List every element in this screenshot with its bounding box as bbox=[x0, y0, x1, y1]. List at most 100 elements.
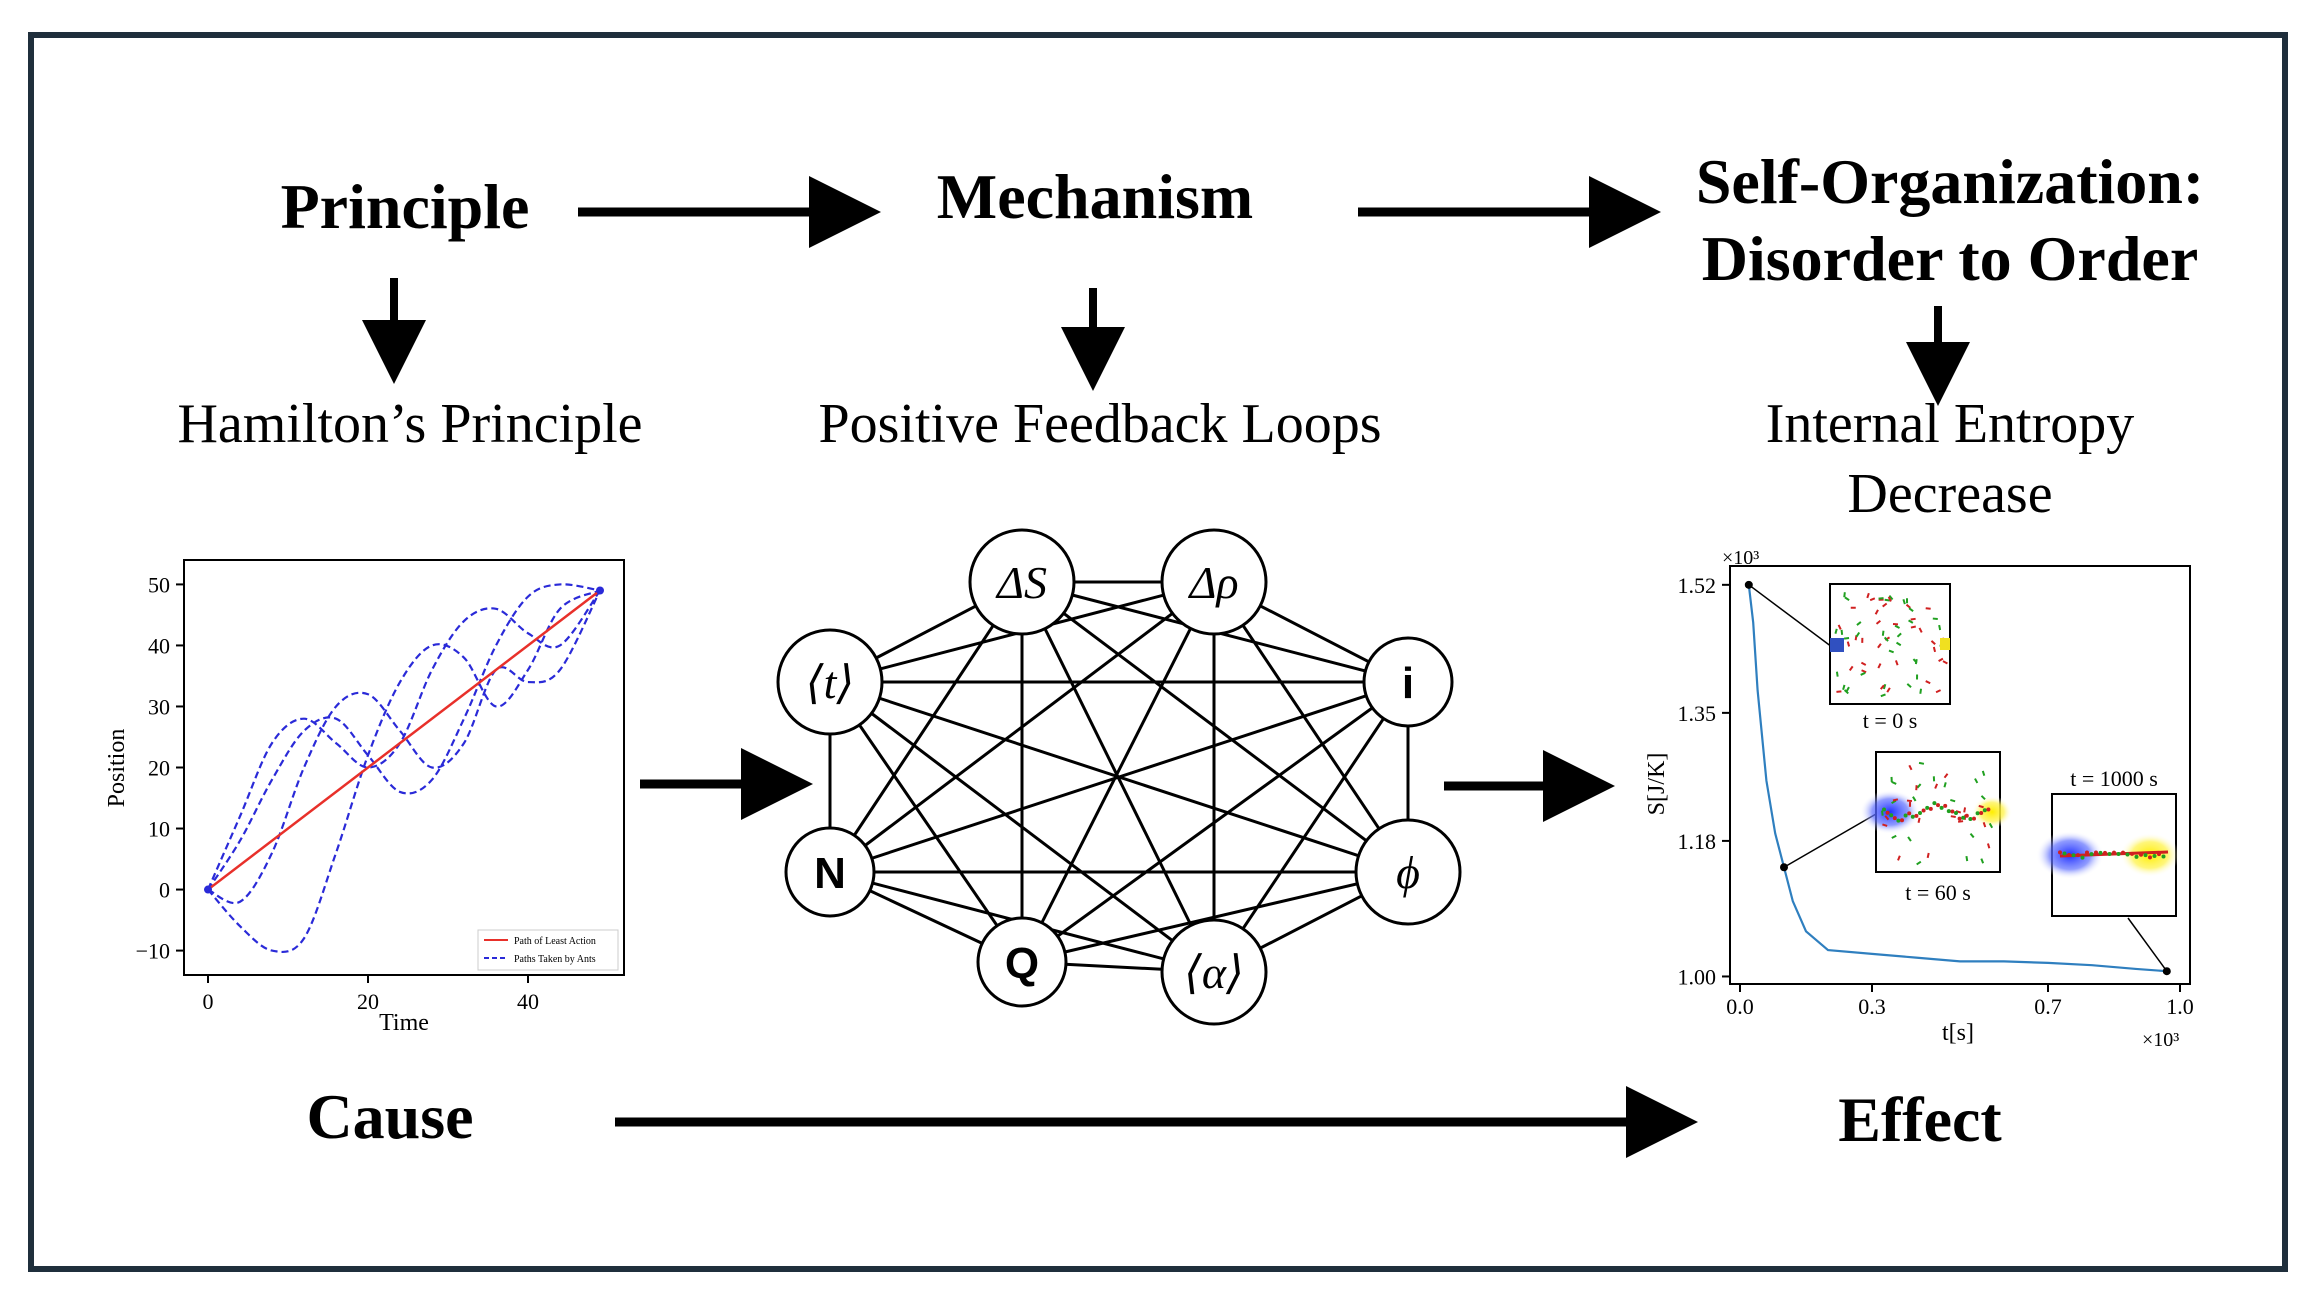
particle bbox=[1906, 799, 1913, 803]
particle bbox=[1897, 855, 1901, 861]
particle bbox=[1907, 811, 1912, 816]
network-node-label: Δρ bbox=[1187, 557, 1238, 608]
particle bbox=[2085, 850, 2089, 855]
chart1-ytick-label: 0 bbox=[159, 878, 170, 903]
particle bbox=[1963, 807, 1967, 813]
self-organization-heading-line2: Disorder to Order bbox=[1701, 223, 2199, 294]
chart2-ytick-label: 1.52 bbox=[1678, 573, 1717, 598]
chart1-ytick-label: 40 bbox=[148, 633, 170, 658]
particle bbox=[1954, 811, 1958, 816]
particle bbox=[1936, 803, 1940, 808]
snapshot-t60: t = 60 s bbox=[1860, 751, 2012, 905]
particle bbox=[1855, 631, 1861, 638]
particle bbox=[1986, 843, 1991, 849]
chart1-xtick-label: 0 bbox=[203, 989, 214, 1014]
particle bbox=[1894, 624, 1900, 629]
network-node: i bbox=[1362, 636, 1454, 728]
particle bbox=[1843, 689, 1849, 695]
diagram-frame bbox=[28, 32, 2288, 1272]
particle bbox=[1982, 821, 1987, 828]
particle bbox=[1884, 815, 1890, 821]
particle bbox=[1975, 811, 1980, 816]
particle bbox=[1912, 658, 1918, 664]
particle bbox=[1894, 660, 1899, 666]
particle bbox=[1950, 798, 1956, 803]
network-edge bbox=[1020, 581, 1216, 963]
network-edges bbox=[828, 580, 1410, 974]
particle bbox=[1902, 599, 1906, 605]
particle bbox=[1950, 809, 1955, 814]
particle bbox=[1916, 860, 1922, 866]
particle bbox=[2062, 851, 2067, 856]
chart2-ylabel: S[J/K] bbox=[1644, 753, 1670, 816]
particle bbox=[2071, 853, 2076, 858]
chart2-lines bbox=[1744, 580, 2171, 976]
particle bbox=[2121, 850, 2125, 855]
particle bbox=[1965, 855, 1969, 862]
particle bbox=[1958, 820, 1964, 823]
network-node-label: Q bbox=[1005, 939, 1039, 988]
particle bbox=[2094, 850, 2098, 855]
particle bbox=[1925, 607, 1931, 610]
chart1-xtick-label: 20 bbox=[357, 989, 379, 1014]
particle bbox=[2080, 855, 2085, 860]
ant-path-4 bbox=[207, 589, 601, 954]
particle bbox=[1978, 804, 1984, 809]
particle bbox=[1972, 816, 1976, 821]
snapshot-t0-label: t = 0 s bbox=[1863, 708, 1918, 733]
particle bbox=[2139, 852, 2143, 857]
chart2-ytick-label: 1.00 bbox=[1678, 964, 1717, 989]
particle bbox=[1912, 796, 1917, 802]
particle bbox=[2125, 852, 2130, 857]
network-edge bbox=[829, 580, 1215, 874]
network-edge bbox=[1021, 680, 1409, 964]
particle bbox=[1980, 795, 1986, 801]
particle bbox=[1874, 609, 1879, 615]
particle bbox=[1982, 808, 1987, 813]
particle bbox=[1921, 808, 1926, 813]
network-node-label: i bbox=[1402, 659, 1414, 708]
chart1-ytick-label: −10 bbox=[136, 939, 170, 964]
chart2-xtick-label: 0.7 bbox=[2034, 994, 2062, 1019]
particle bbox=[1969, 832, 1975, 839]
particle bbox=[1919, 688, 1923, 694]
particle bbox=[2067, 852, 2071, 857]
chart2-xtick-label: 0.0 bbox=[1726, 994, 1754, 1019]
particle bbox=[1896, 818, 1901, 823]
particle bbox=[1882, 602, 1888, 608]
particle bbox=[1877, 643, 1882, 649]
particle bbox=[1846, 641, 1851, 647]
particle bbox=[1866, 592, 1870, 599]
particle bbox=[2098, 850, 2103, 855]
particle bbox=[1918, 810, 1922, 815]
particle bbox=[1910, 814, 1915, 819]
particle bbox=[1888, 594, 1894, 601]
particle bbox=[2161, 854, 2166, 859]
chart1-xtick-label: 40 bbox=[517, 989, 539, 1014]
particle bbox=[1848, 665, 1854, 672]
particle bbox=[1886, 687, 1891, 693]
legend-ant-paths: Paths Taken by Ants bbox=[514, 954, 596, 965]
particle bbox=[1895, 641, 1902, 647]
particle bbox=[1891, 780, 1897, 785]
particle bbox=[2076, 853, 2080, 858]
network-node-label: ⟨α⟩ bbox=[1184, 947, 1244, 998]
particle bbox=[1957, 816, 1962, 821]
particle bbox=[2130, 851, 2134, 856]
particle bbox=[1881, 630, 1885, 636]
particle bbox=[1935, 689, 1942, 694]
particle bbox=[1882, 683, 1887, 690]
network-node: ϕ bbox=[1354, 818, 1462, 926]
particle bbox=[1918, 627, 1923, 633]
particle bbox=[1925, 805, 1930, 810]
chart2-x-multiplier: ×10³ bbox=[2142, 1029, 2179, 1051]
particle bbox=[2103, 850, 2107, 855]
particle bbox=[1946, 809, 1951, 814]
particle bbox=[1843, 636, 1850, 640]
particle bbox=[1891, 799, 1897, 805]
particle bbox=[1979, 810, 1984, 815]
